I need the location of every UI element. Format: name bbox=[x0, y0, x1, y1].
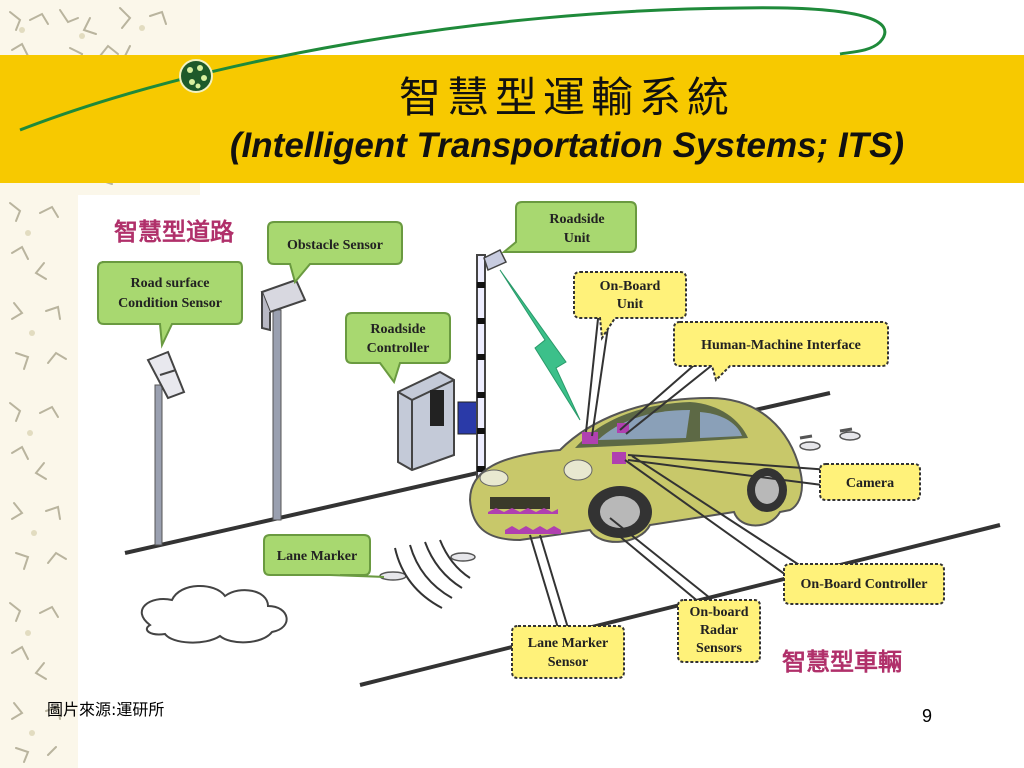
label-onboard-unit-line1: On-Board bbox=[600, 279, 661, 294]
bubble-radar-sensors: On-board Radar Sensors bbox=[677, 599, 761, 663]
label-obstacle-sensor: Obstacle Sensor bbox=[287, 238, 383, 253]
section-label-smart-road: 智慧型道路 bbox=[114, 218, 235, 246]
globe-icon bbox=[179, 59, 213, 93]
roadside-controller-box bbox=[397, 370, 479, 472]
label-onboard-controller: On-Board Controller bbox=[801, 577, 928, 592]
label-roadside-unit-line1: Roadside bbox=[549, 212, 604, 227]
label-lane-marker-sensor-line2: Sensor bbox=[548, 655, 588, 670]
label-roadside-unit-line2: Unit bbox=[564, 231, 591, 246]
section-label-smart-vehicle: 智慧型車輛 bbox=[782, 648, 902, 676]
road-surface-sensor bbox=[146, 350, 186, 546]
bubble-hmi: Human-Machine Interface bbox=[673, 321, 889, 382]
label-hmi: Human-Machine Interface bbox=[701, 338, 861, 353]
image-source-caption: 圖片來源:運研所 bbox=[47, 700, 165, 719]
bubble-roadside-controller: Roadside Controller bbox=[345, 312, 451, 385]
title-english: (Intelligent Transportation Systems; ITS… bbox=[229, 126, 905, 165]
label-onboard-unit-line2: Unit bbox=[617, 297, 644, 312]
bubble-obstacle-sensor: Obstacle Sensor bbox=[267, 221, 403, 285]
title-decoration bbox=[19, 6, 887, 132]
wireless-signal-icon bbox=[499, 269, 581, 421]
title-band bbox=[0, 55, 1024, 183]
title-chinese: 智慧型運輸系統 bbox=[398, 73, 735, 122]
obstacle-sensor bbox=[260, 278, 307, 521]
bubble-lane-marker-sensor: Lane Marker Sensor bbox=[511, 625, 625, 679]
label-lane-marker: Lane Marker bbox=[277, 549, 357, 564]
page-number: 9 bbox=[922, 706, 933, 726]
vehicle-illustration bbox=[468, 396, 803, 543]
bubble-onboard-unit: On-Board Unit bbox=[573, 271, 687, 341]
bubble-camera: Camera bbox=[819, 463, 921, 501]
cloud-shape bbox=[140, 584, 288, 644]
label-lane-marker-sensor-line1: Lane Marker bbox=[528, 636, 608, 651]
label-radar-line1: On-board bbox=[689, 605, 748, 620]
decorative-pattern-left bbox=[0, 183, 78, 768]
bubble-onboard-controller: On-Board Controller bbox=[783, 563, 945, 605]
label-roadside-controller-line2: Controller bbox=[367, 341, 430, 356]
label-radar-line3: Sensors bbox=[696, 641, 742, 656]
label-radar-line2: Radar bbox=[700, 623, 738, 638]
label-camera: Camera bbox=[846, 476, 894, 491]
bubble-lane-marker: Lane Marker bbox=[263, 534, 385, 578]
bubble-roadside-unit: Roadside Unit bbox=[501, 201, 637, 253]
label-roadside-controller-line1: Roadside bbox=[370, 322, 425, 337]
label-road-surface-line2: Condition Sensor bbox=[118, 296, 222, 311]
lane-markers bbox=[379, 431, 861, 609]
label-road-surface-line1: Road surface bbox=[131, 276, 210, 291]
bubble-road-surface: Road surface Condition Sensor bbox=[97, 261, 243, 349]
